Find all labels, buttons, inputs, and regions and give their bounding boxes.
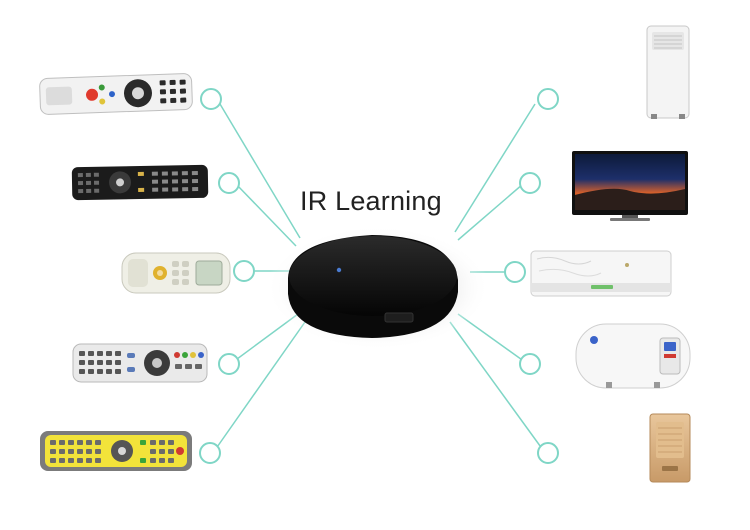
connector-line [454, 103, 536, 233]
status-led [336, 267, 342, 273]
connector-line [214, 321, 306, 451]
connector-lines [214, 103, 544, 451]
ir-hub-device [266, 226, 490, 350]
tv-remote-white-icon [39, 73, 193, 115]
split-air-conditioner-icon [530, 250, 672, 297]
connector-node [537, 88, 559, 110]
connector-node [519, 172, 541, 194]
connector-node [199, 442, 221, 464]
ac-remote-icon [121, 252, 231, 294]
connector-node [537, 442, 559, 464]
universal-remote-yellow-icon [40, 431, 192, 471]
settop-remote-icon [72, 343, 208, 383]
television-icon [572, 151, 688, 221]
connector-node [233, 260, 255, 282]
connector-node [218, 172, 240, 194]
air-purifier-icon [649, 413, 691, 483]
connector-line [457, 183, 524, 241]
water-heater-icon [575, 323, 691, 389]
connector-line [235, 183, 297, 247]
connector-nodes [199, 88, 559, 464]
portable-air-conditioner-icon [646, 25, 690, 119]
connector-node [200, 88, 222, 110]
connector-line [449, 321, 544, 451]
connector-line [219, 103, 301, 239]
tv-remote-black-icon [71, 164, 209, 201]
connector-node [504, 261, 526, 283]
diagram-title: IR Learning [300, 186, 442, 216]
connector-node [218, 353, 240, 375]
connector-node [519, 353, 541, 375]
